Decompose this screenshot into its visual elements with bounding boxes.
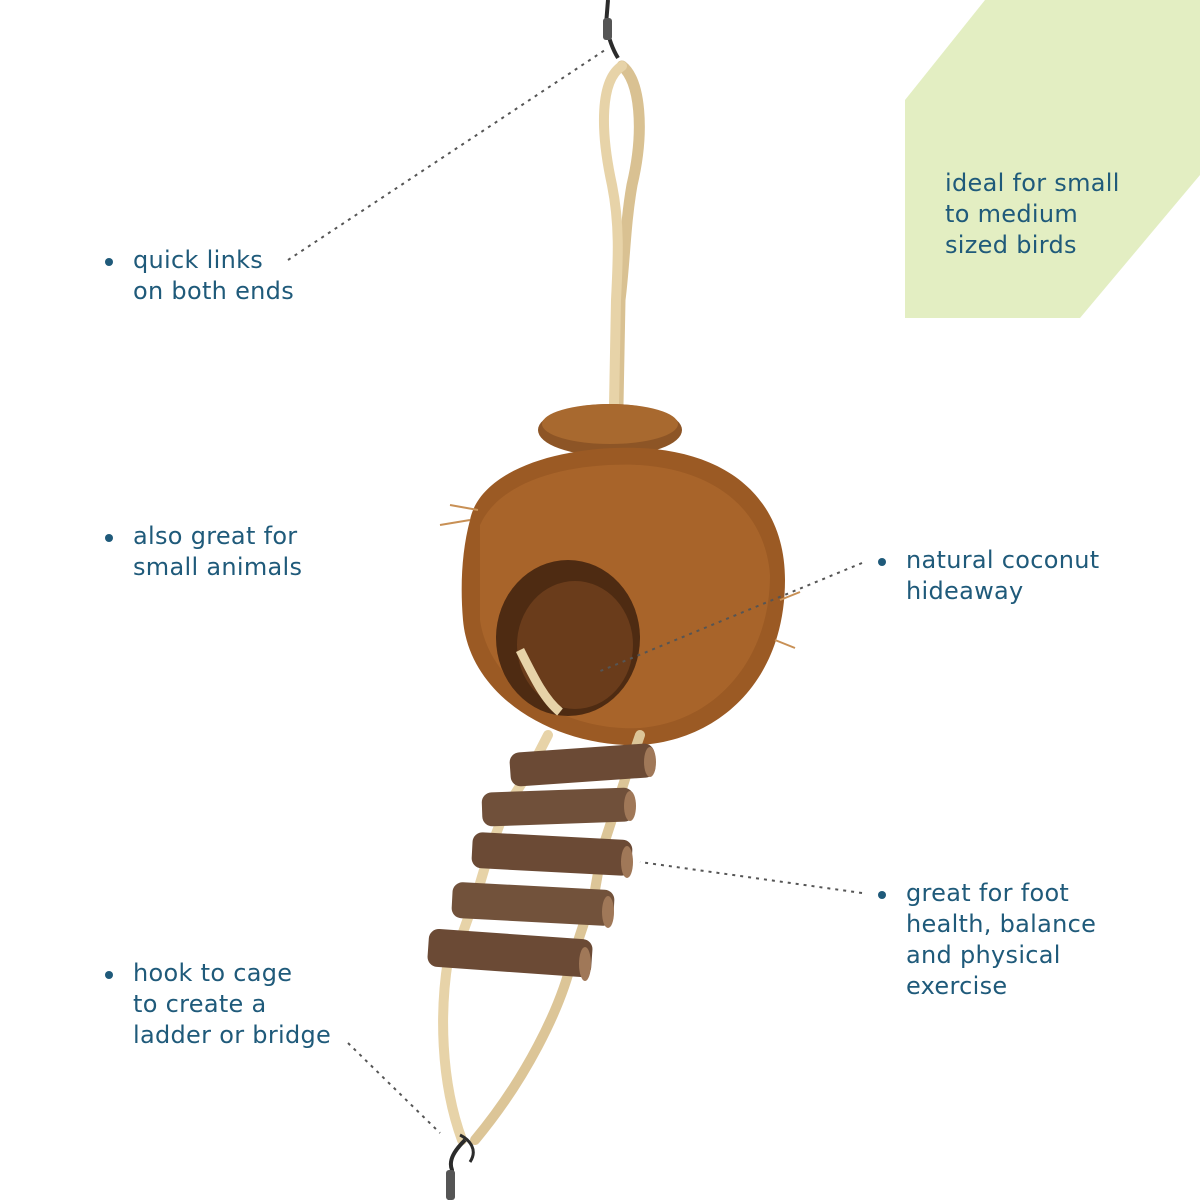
callout-quick-links: quick links on both ends <box>133 245 294 307</box>
callout-small-animals: also great for small animals <box>133 521 302 583</box>
top-quick-link <box>603 0 620 60</box>
callout-line: great for foot <box>906 879 1070 907</box>
callout-hook: hook to cage to create a ladder or bridg… <box>133 958 331 1051</box>
leader-lines <box>287 47 863 1134</box>
leader-foot-health <box>639 861 863 894</box>
hanging-rope <box>598 60 645 411</box>
callout-line: on both ends <box>133 277 295 305</box>
ladder-ropes <box>438 730 645 1145</box>
callout-line: exercise <box>906 972 1008 1000</box>
callout-line: and physical <box>906 941 1061 969</box>
bullet-icon <box>878 891 886 899</box>
wooden-ladder <box>427 743 656 981</box>
callout-line: to create a <box>133 990 267 1018</box>
callout-line: also great for <box>133 522 298 550</box>
callout-foot-health: great for foot health, balance and physi… <box>906 878 1096 1002</box>
bottom-quick-link <box>446 1133 475 1200</box>
coconut-hideaway <box>439 447 801 746</box>
size-badge: ideal for small to medium sized birds <box>945 168 1120 261</box>
bullet-icon <box>105 534 113 542</box>
callout-coconut: natural coconut hideaway <box>906 545 1100 607</box>
badge-line: to medium <box>945 200 1079 228</box>
bullet-icon <box>878 558 886 566</box>
callout-line: ladder or bridge <box>133 1021 332 1049</box>
callout-line: small animals <box>133 553 303 581</box>
callout-line: hideaway <box>906 577 1024 605</box>
badge-line: ideal for small <box>945 169 1120 197</box>
callout-line: quick links <box>133 246 264 274</box>
callout-line: health, balance <box>906 910 1097 938</box>
callout-line: natural coconut <box>906 546 1100 574</box>
leader-quick-links <box>287 47 609 261</box>
bullet-icon <box>105 258 113 266</box>
size-badge-background <box>905 0 1200 318</box>
bullet-icon <box>105 971 113 979</box>
callout-line: hook to cage <box>133 959 293 987</box>
badge-line: sized birds <box>945 231 1077 259</box>
leader-hook <box>347 1042 441 1134</box>
